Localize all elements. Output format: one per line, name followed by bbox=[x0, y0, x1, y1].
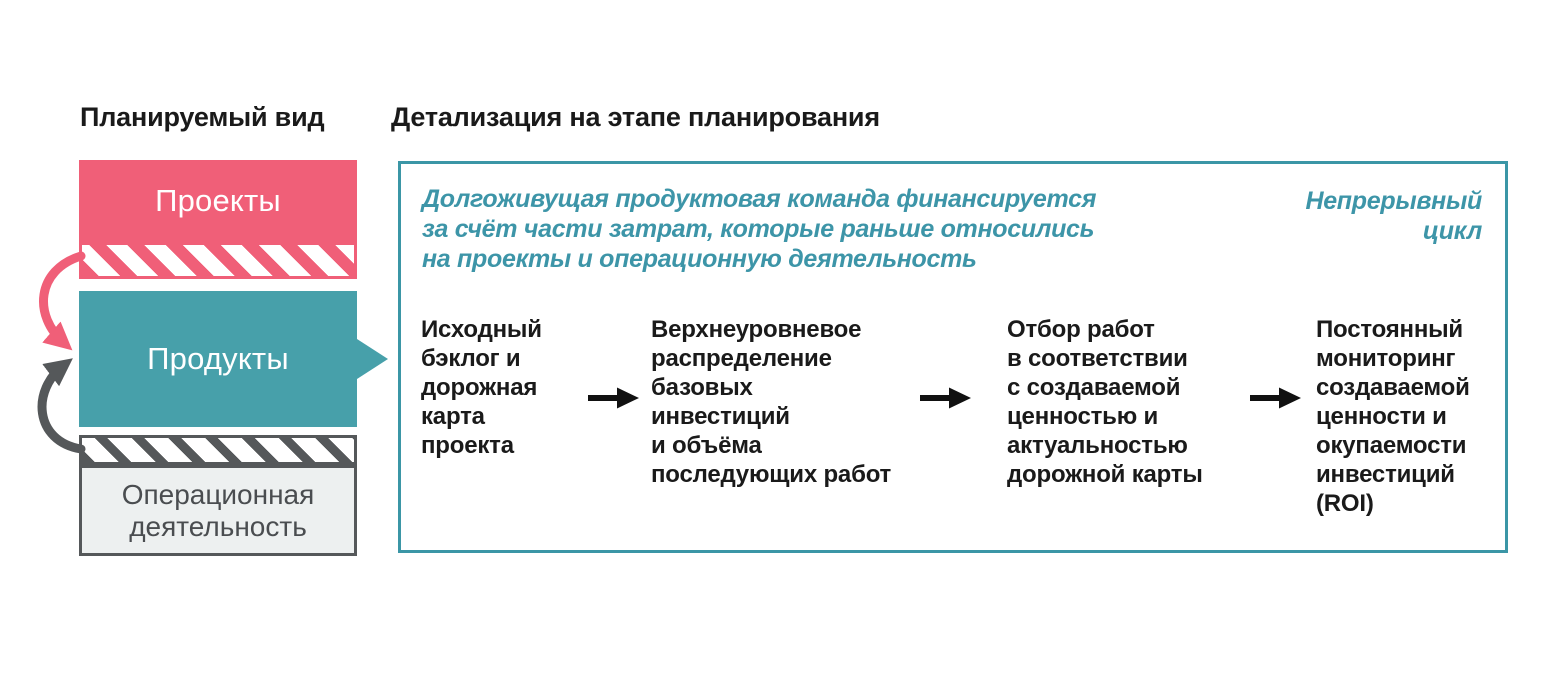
projects-hatched-strip bbox=[79, 242, 357, 279]
flow-arrow-icon bbox=[588, 387, 639, 409]
continuous-cycle-label: Непрерывный цикл bbox=[1305, 187, 1482, 245]
funding-note: Долгоживущая продуктовая команда финанси… bbox=[422, 185, 1097, 273]
step-1-initial-backlog: Исходный бэклог и дорожная карта проекта bbox=[421, 316, 542, 459]
products-box: Продукты bbox=[79, 291, 388, 427]
step-4-continuous-monitoring: Постоянный мониторинг создаваемой ценнос… bbox=[1316, 316, 1470, 517]
operations-hatched-strip bbox=[79, 435, 357, 465]
products-callout-pointer-icon bbox=[357, 339, 388, 379]
operations-box: Операционная деятельность bbox=[79, 465, 357, 556]
flow-arrow-icon bbox=[1250, 387, 1301, 409]
detail-panel-box bbox=[398, 161, 1508, 553]
flow-arrow-icon bbox=[920, 387, 971, 409]
curved-arrow-projects-to-products-icon bbox=[39, 251, 86, 351]
curved-arrow-operations-to-products-icon bbox=[37, 358, 86, 454]
detail-panel-heading: Детализация на этапе планирования bbox=[391, 102, 880, 132]
left-panel-heading: Планируемый вид bbox=[80, 102, 325, 132]
projects-label: Проекты bbox=[155, 183, 281, 218]
step-2-investment-allocation: Верхнеуровневое распределение базовых ин… bbox=[651, 316, 892, 488]
projects-box: Проекты bbox=[79, 160, 357, 242]
step-3-work-selection: Отбор работ в соответствии с создаваемой… bbox=[1007, 316, 1203, 488]
products-label: Продукты bbox=[147, 341, 289, 376]
operations-label: Операционная деятельность bbox=[121, 478, 315, 542]
